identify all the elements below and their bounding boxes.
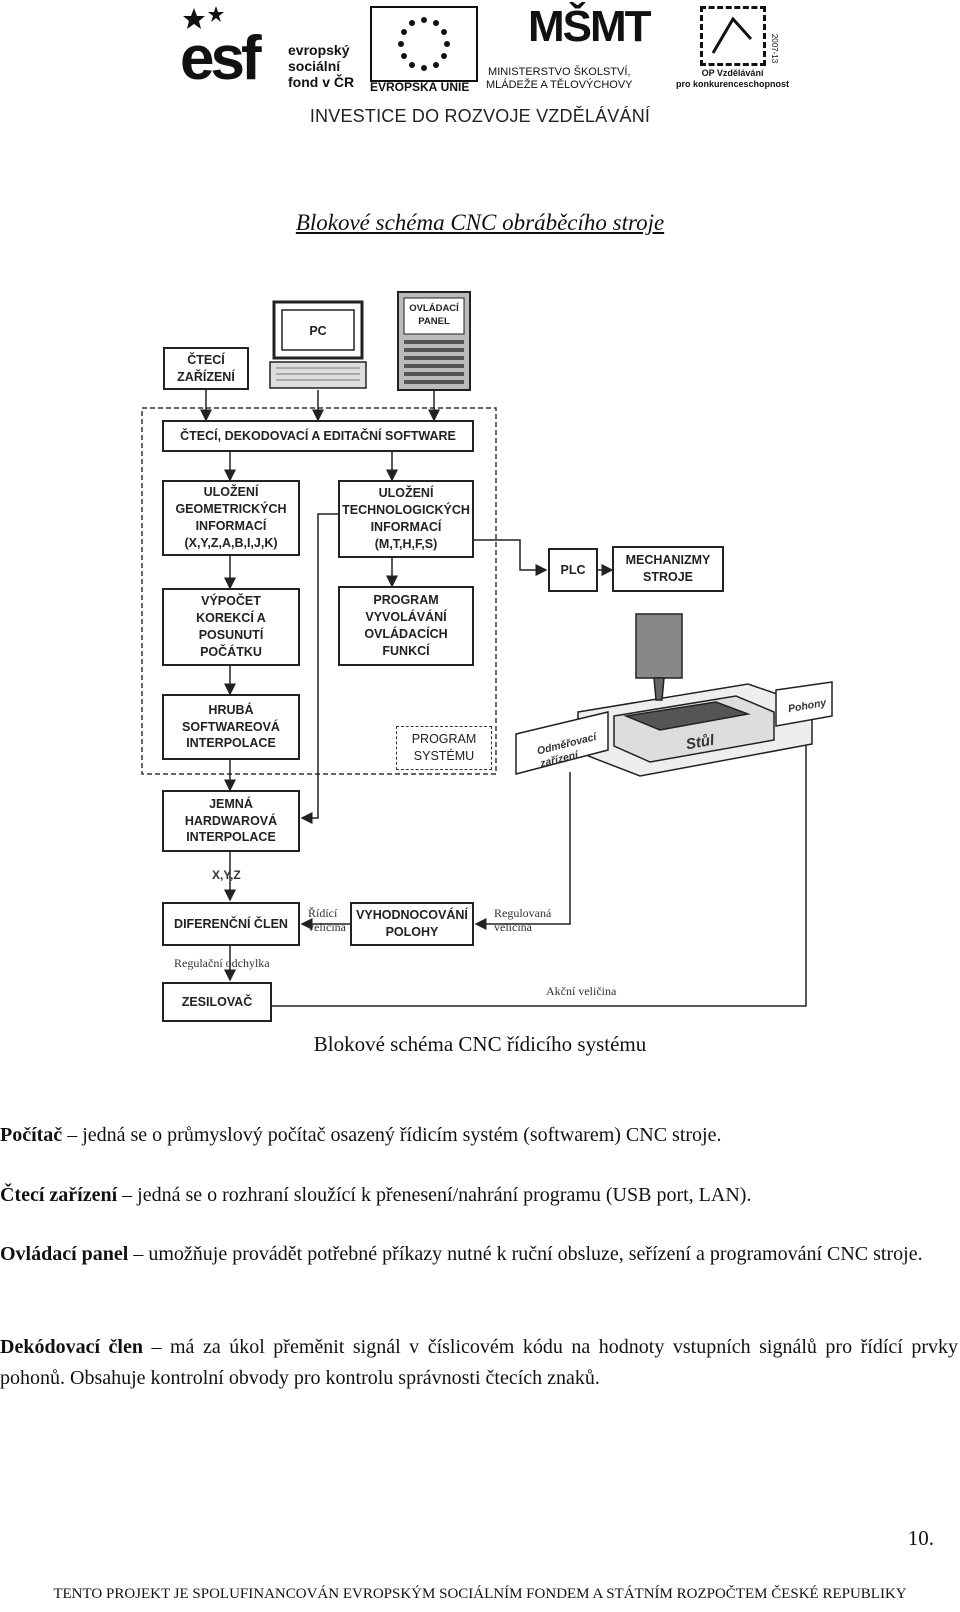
control-panel-label: OVLÁDACÍ PANEL bbox=[409, 303, 459, 327]
control-panel-drawing bbox=[397, 291, 471, 391]
label-akcni-velicina: Akční veličina bbox=[546, 984, 617, 998]
machine-drawing bbox=[515, 613, 833, 777]
control-system-boundary bbox=[141, 407, 497, 775]
block-korekce: VÝPOČET KOREKCÍ A POSUNUTÍ POČÁTKU bbox=[162, 588, 300, 666]
block-technological-info: ULOŽENÍ TECHNOLOGICKÝCH INFORMACÍ (M,T,H… bbox=[338, 480, 474, 558]
esf-logo-stars-icon bbox=[183, 6, 224, 29]
eu-logo-text: EVROPSKÁ UNIE bbox=[370, 80, 470, 94]
definition: – umožňuje provádět potřebné příkazy nut… bbox=[128, 1243, 923, 1265]
term: Počítač bbox=[0, 1124, 63, 1146]
paragraph-ovladaci-panel: Ovládací panel – umožňuje provádět potře… bbox=[0, 1239, 958, 1270]
label-regulacni-odchylka: Regulační odchylka bbox=[174, 956, 270, 970]
block-diferencni-clen: DIFERENČNÍ ČLEN bbox=[162, 902, 300, 946]
block-vyhodnocovani: VYHODNOCOVÁNÍ POLOHY bbox=[350, 902, 474, 946]
block-jemna-interpolace: JEMNÁ HARDWAROVÁ INTERPOLACE bbox=[162, 790, 300, 852]
op-logo-arrow-icon bbox=[711, 16, 753, 54]
block-program-systemu: PROGRAM SYSTÉMU bbox=[396, 726, 492, 770]
eu-stars-icon bbox=[398, 17, 450, 71]
page-title: Blokové schéma CNC obráběcího stroje bbox=[295, 210, 665, 235]
esf-logo: esf evropský sociální fond v ČR bbox=[180, 6, 365, 98]
esf-logo-mark: esf bbox=[180, 24, 262, 93]
definition: – jedná se o průmyslový počítač osazený … bbox=[62, 1124, 722, 1146]
cnc-block-diagram: PC OVLÁDACÍ PANEL ČTECÍ ZAŘÍZENÍ ČTECÍ, … bbox=[141, 291, 833, 1022]
block-software: ČTECÍ, DEKODOVACÍ A EDITAČNÍ SOFTWARE bbox=[162, 420, 474, 452]
term: Čtecí zařízení bbox=[0, 1184, 118, 1206]
block-cteci-zarizeni: ČTECÍ ZAŘÍZENÍ bbox=[163, 347, 249, 390]
term: Dekódovací člen bbox=[0, 1336, 143, 1358]
block-hruba-interpolace: HRUBÁ SOFTWAREOVÁ INTERPOLACE bbox=[162, 694, 300, 760]
page-number: 10. bbox=[907, 1526, 934, 1550]
block-mechanizmy: MECHANIZMY STROJE bbox=[612, 546, 724, 592]
msmt-logo-text: MINISTERSTVO ŠKOLSTVÍ, MLÁDEŽE A TĚLOVÝC… bbox=[486, 66, 633, 91]
term: Ovládací panel bbox=[0, 1243, 129, 1265]
footer: TENTO PROJEKT JE SPOLUFINANCOVÁN EVROPSK… bbox=[53, 1586, 907, 1602]
eu-logo bbox=[370, 6, 478, 82]
diagram-caption: Blokové schéma CNC řídicího systému bbox=[313, 1032, 647, 1056]
label-xyz: X,Y,Z bbox=[212, 868, 241, 882]
block-program-funkci: PROGRAM VYVOLÁVÁNÍ OVLÁDACÍCH FUNKCÍ bbox=[338, 586, 474, 666]
op-logo bbox=[700, 6, 766, 66]
paragraph-dekodovaci-clen: Dekódovací člen – má za úkol přeměnit si… bbox=[0, 1332, 958, 1394]
block-zesilovac: ZESILOVAČ bbox=[162, 982, 272, 1022]
slogan: INVESTICE DO ROZVOJE VZDĚLÁVÁNÍ bbox=[309, 106, 651, 126]
block-geometric-info: ULOŽENÍ GEOMETRICKÝCH INFORMACÍ (X,Y,Z,A… bbox=[162, 480, 300, 556]
esf-logo-text: evropský sociální fond v ČR bbox=[288, 42, 355, 90]
label-ridici-velicina: Řídící veličina bbox=[308, 906, 346, 935]
definition: – jedná se o rozhraní sloužící k přenese… bbox=[117, 1184, 752, 1206]
definition: – má za úkol přeměnit signál v číslicové… bbox=[0, 1336, 958, 1389]
label-regulovana-velicina: Regulovaná veličina bbox=[494, 906, 552, 935]
msmt-logo-mark: MŠMT bbox=[528, 2, 652, 51]
diagram-connectors bbox=[141, 291, 833, 1007]
pc-label: PC bbox=[309, 323, 327, 338]
paragraph-cteci-zarizeni: Čtecí zařízení – jedná se o rozhraní slo… bbox=[0, 1180, 958, 1211]
op-logo-text: OP Vzdělávání pro konkurenceschopnost bbox=[676, 68, 790, 89]
pc-drawing bbox=[269, 300, 367, 389]
paragraph-pocitac: Počítač – jedná se o průmyslový počítač … bbox=[0, 1120, 958, 1151]
block-plc: PLC bbox=[548, 548, 598, 592]
